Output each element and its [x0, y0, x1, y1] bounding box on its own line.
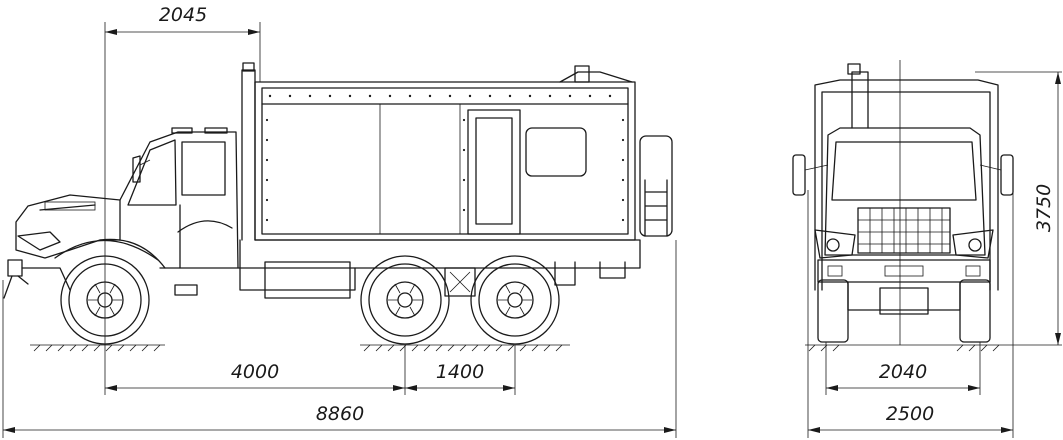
- body-rivets: [265, 94, 625, 222]
- side-ground: [30, 344, 570, 352]
- spare-wheel: [639, 135, 673, 237]
- side-front-wheel: [54, 239, 159, 345]
- dim-1400-label: 1400: [436, 361, 484, 383]
- front-view: [792, 63, 1014, 352]
- front-grille: [857, 207, 951, 254]
- dimension-labels: 2045 4000 1400 8860 2040 2500 3750: [159, 4, 1055, 425]
- side-rear-wheel-2: [470, 255, 560, 345]
- body-door: [467, 109, 521, 235]
- dim-2045-label: 2045: [159, 4, 207, 26]
- dim-2040-label: 2040: [879, 361, 927, 383]
- dim-2500-label: 2500: [886, 403, 934, 425]
- front-body-outline: [814, 79, 999, 291]
- truck-cab: [119, 127, 239, 296]
- front-left-tyre: [817, 279, 849, 343]
- front-bumper: [817, 259, 991, 283]
- side-rear-wheel-1: [360, 255, 450, 345]
- dim-3750-label: 3750: [1033, 184, 1055, 232]
- front-cab: [824, 127, 986, 256]
- truck-hood: [3, 194, 166, 299]
- side-view: [3, 62, 673, 352]
- dim-4000-label: 4000: [231, 361, 279, 383]
- cargo-body: [241, 62, 673, 241]
- chassis-frame: [159, 239, 641, 299]
- dimension-lines: [2, 22, 1062, 438]
- dim-8860-label: 8860: [316, 403, 364, 425]
- body-window: [525, 127, 587, 177]
- front-right-tyre: [959, 279, 991, 343]
